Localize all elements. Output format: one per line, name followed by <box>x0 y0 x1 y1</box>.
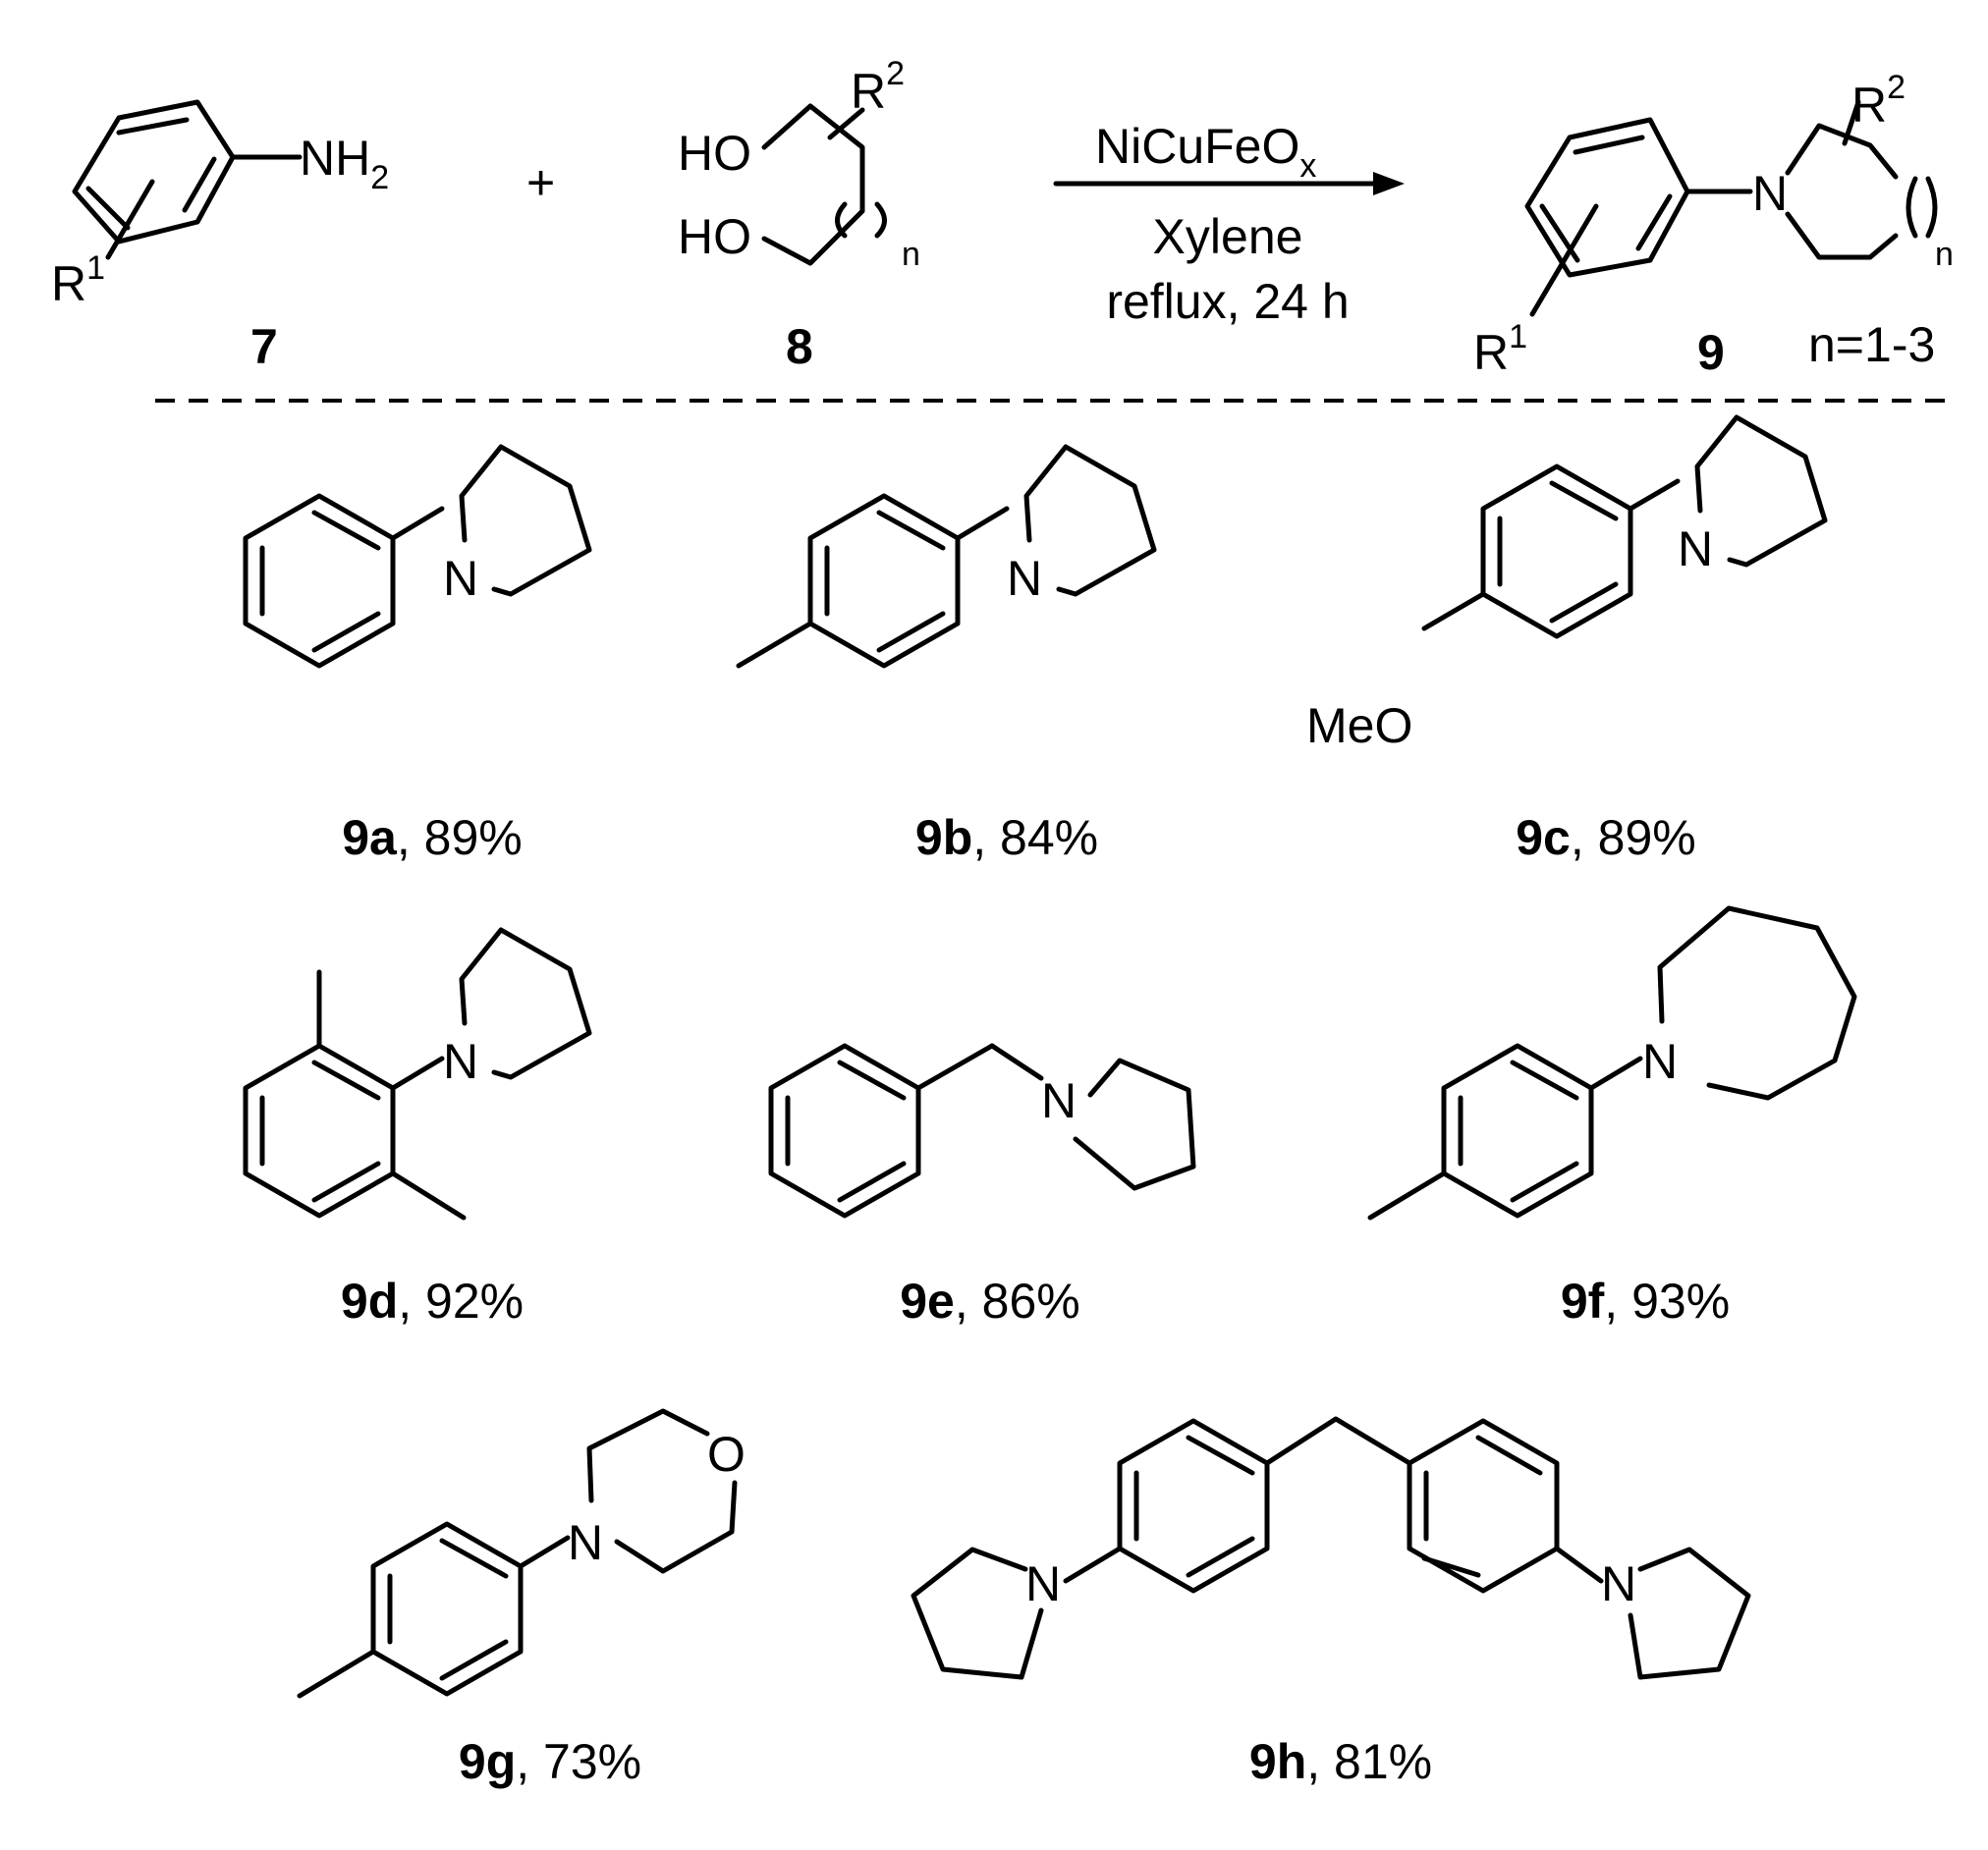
compound-8-label: 8 <box>786 319 813 374</box>
9a-nitrogen-label: N <box>443 551 478 606</box>
r1-substituent-label: R1 <box>51 249 105 311</box>
amine-group-label: NH2 <box>300 131 389 196</box>
label-9g: 9g, 73% <box>459 1734 641 1789</box>
label-9e: 9e, 86% <box>900 1274 1079 1329</box>
structure-9a: N <box>243 444 592 669</box>
product-r1-label: R1 <box>1473 318 1527 380</box>
label-9b: 9b, 84% <box>915 810 1098 865</box>
reaction-arrow <box>1053 172 1405 195</box>
9c-nitrogen-label: N <box>1678 521 1713 576</box>
reactant-diol-structure: HO HO R2 n 8 <box>678 55 920 374</box>
9h-left-nitrogen-label: N <box>1025 1556 1061 1611</box>
9d-nitrogen-label: N <box>443 1034 478 1089</box>
9g-oxygen-label: O <box>707 1427 746 1482</box>
label-9h: 9h, 81% <box>1249 1734 1432 1789</box>
temperature-time-label: reflux, 24 h <box>1106 274 1349 329</box>
label-9c: 9c, 89% <box>1516 810 1695 865</box>
solvent-label: Xylene <box>1153 209 1303 264</box>
product-general-structure: N R2 n R1 9 n=1-3 <box>1473 69 1954 380</box>
structure-9f: N <box>1367 905 1857 1221</box>
compound-9-label: 9 <box>1697 325 1725 380</box>
plus-sign: + <box>526 155 555 210</box>
9b-nitrogen-label: N <box>1007 551 1042 606</box>
structure-9c: MeO N <box>1306 414 1828 753</box>
9f-nitrogen-label: N <box>1642 1034 1678 1089</box>
9h-right-nitrogen-label: N <box>1601 1556 1636 1611</box>
structure-9b: N <box>736 444 1157 669</box>
catalyst-label: NiCuFeOx <box>1095 119 1316 185</box>
r2-substituent-label: R2 <box>851 55 905 119</box>
label-9a: 9a, 89% <box>342 810 522 865</box>
product-chain-index-label: n <box>1935 236 1954 273</box>
structure-9h: N N <box>911 1416 1751 1680</box>
hydroxyl-top-label: HO <box>678 126 751 181</box>
structure-9e: N <box>768 1043 1196 1219</box>
product-r2-label: R2 <box>1851 69 1905 133</box>
hydroxyl-bottom-label: HO <box>678 209 751 264</box>
label-9d: 9d, 92% <box>341 1274 524 1329</box>
structure-9g: N O <box>297 1408 746 1699</box>
9c-methoxy-label: MeO <box>1306 698 1412 753</box>
9e-nitrogen-label: N <box>1041 1073 1077 1128</box>
compound-7-label: 7 <box>250 319 278 374</box>
n-range-label: n=1-3 <box>1808 317 1935 372</box>
structure-9d: N <box>243 927 592 1221</box>
reactant-aniline-structure: NH2 R1 7 <box>51 99 389 374</box>
chain-index-label: n <box>902 236 920 273</box>
9g-nitrogen-label: N <box>568 1515 603 1570</box>
label-9f: 9f, 93% <box>1561 1274 1730 1329</box>
product-nitrogen-label: N <box>1752 166 1788 221</box>
